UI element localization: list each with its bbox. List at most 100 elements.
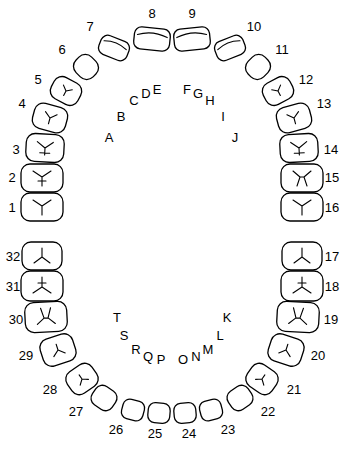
tooth-crown (266, 331, 307, 368)
tooth-number: 23 (221, 423, 235, 437)
tooth-groove (293, 200, 311, 215)
tooth-number: 9 (188, 7, 195, 21)
tooth-groove (289, 308, 308, 325)
tooth-groove (59, 85, 72, 98)
tooth-crown (21, 164, 63, 192)
tooth-groove (33, 277, 51, 293)
tooth-crown (281, 193, 323, 221)
molar (21, 193, 63, 221)
tooth-groove (291, 142, 308, 156)
tooth-crown (70, 51, 103, 84)
tooth-number: 27 (69, 405, 83, 419)
tooth-crown (22, 242, 62, 270)
incisor (212, 33, 247, 63)
tooth-number: 13 (317, 97, 331, 111)
molar (281, 193, 323, 221)
premolar (274, 101, 314, 135)
tooth-number: 22 (261, 405, 275, 419)
tooth-crown (274, 101, 314, 135)
incisor (173, 402, 197, 424)
molar (24, 301, 68, 333)
tooth-letter: B (117, 110, 126, 124)
tooth-edge (176, 31, 206, 37)
tooth-letter: I (221, 110, 225, 124)
tooth-groove (272, 85, 285, 98)
tooth-number: 10 (247, 20, 261, 34)
tooth-groove (37, 142, 54, 156)
premolar (38, 331, 79, 368)
tooth-edge (217, 38, 240, 49)
tooth-groove (294, 248, 310, 263)
tooth-letter: S (120, 329, 129, 343)
tooth-letter: R (131, 343, 140, 357)
tooth-crown (282, 242, 322, 270)
tooth-number: 2 (8, 171, 15, 185)
tooth-letter: N (191, 350, 200, 364)
tooth-number: 3 (12, 143, 19, 157)
tooth-groove (34, 248, 50, 263)
tooth-number: 17 (325, 250, 339, 264)
tooth-crown (259, 73, 297, 108)
incisor (173, 26, 211, 52)
tooth-number: 28 (43, 383, 57, 397)
molar (25, 133, 64, 163)
tooth-number: 31 (6, 280, 20, 294)
tooth-number: 15 (325, 171, 339, 185)
tooth-groove (33, 171, 51, 186)
tooth-crown (133, 26, 171, 52)
incisor (198, 397, 224, 422)
tooth-crown (173, 26, 211, 52)
incisor (120, 397, 146, 422)
tooth-crown (242, 51, 275, 84)
tooth-groove (50, 342, 65, 356)
tooth-number: 12 (299, 73, 313, 87)
molar (21, 271, 63, 301)
tooth-groove (33, 200, 51, 215)
tooth-letter: E (153, 83, 162, 97)
canine (224, 382, 256, 414)
canine (70, 51, 103, 84)
tooth-crown (279, 133, 318, 163)
tooth-groove (256, 372, 269, 385)
molar (21, 164, 63, 192)
tooth-crown (224, 382, 256, 414)
tooth-crown (212, 33, 247, 63)
molar (281, 164, 323, 192)
tooth-groove (43, 112, 57, 126)
tooth-letter: F (183, 83, 191, 97)
tooth-crown (147, 402, 171, 424)
canine (242, 51, 275, 84)
tooth-letter: L (216, 329, 223, 343)
tooth-crown (96, 33, 131, 63)
tooth-number: 1 (8, 201, 15, 215)
tooth-groove (287, 112, 301, 126)
tooth-edge (104, 38, 127, 49)
premolar (30, 101, 70, 135)
tooth-edge (137, 31, 167, 37)
tooth-number: 24 (182, 427, 196, 441)
tooth-number: 32 (6, 250, 20, 264)
tooth-crown (276, 301, 320, 333)
tooth-letter: C (129, 94, 138, 108)
tooth-number: 19 (324, 313, 338, 327)
tooth-crown (198, 397, 224, 422)
tooth-crown (24, 301, 68, 333)
molar (276, 301, 320, 333)
molar (279, 133, 318, 163)
tooth-letter: H (205, 94, 214, 108)
premolar (266, 331, 307, 368)
tooth-number: 29 (19, 349, 33, 363)
tooth-letter: A (105, 131, 114, 145)
tooth-groove (75, 372, 88, 385)
tooth-groove (279, 342, 294, 356)
molar (282, 242, 322, 270)
tooth-number: 26 (109, 423, 123, 437)
tooth-crown (173, 402, 197, 424)
tooth-number: 20 (311, 349, 325, 363)
tooth-number: 4 (18, 97, 25, 111)
tooth-crown (38, 331, 79, 368)
tooth-crown (62, 360, 101, 399)
tooth-number: 7 (86, 20, 93, 34)
tooth-crown (25, 133, 64, 163)
